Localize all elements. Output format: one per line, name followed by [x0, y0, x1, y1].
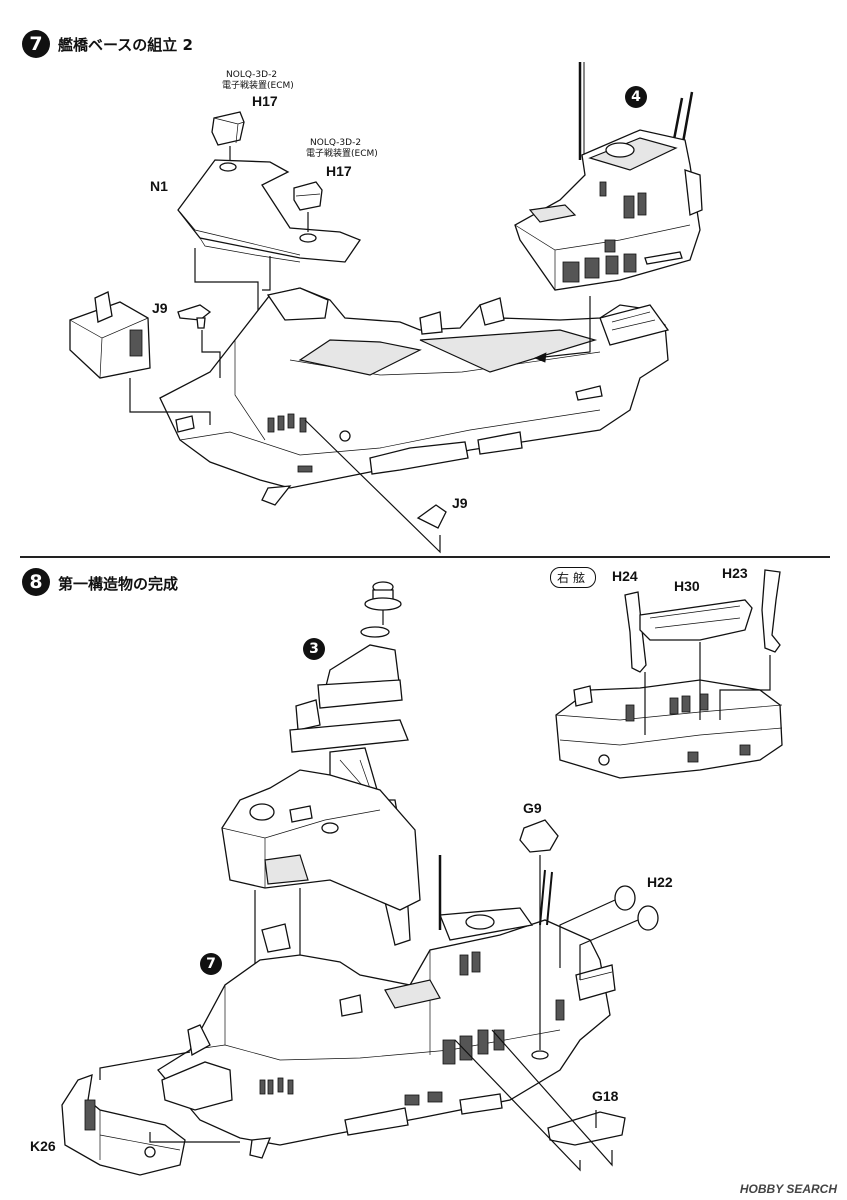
superstructure-4 [514, 62, 703, 291]
step8-ref-7: 7 [200, 953, 222, 975]
step8-ref-3: 3 [303, 638, 325, 660]
k26-label: K26 [30, 1138, 56, 1154]
starboard-label: 右舷 [550, 567, 597, 588]
h23-part [761, 569, 781, 653]
step8-number: 8 [22, 568, 50, 596]
h22-parts [614, 885, 659, 931]
h22-label: H22 [647, 874, 673, 890]
h24-label: H24 [612, 568, 638, 584]
ecm-top-desc: 電子戦装置(ECM) [222, 81, 294, 91]
h17-mid-label: H17 [326, 163, 352, 179]
bridge-upper [221, 769, 421, 911]
bridge-base-7 [157, 855, 616, 1159]
j9-bottom-part [416, 504, 447, 529]
ecm-top-name: NOLQ-3D-2 [226, 70, 278, 80]
g9-part [519, 819, 559, 853]
g9-label: G9 [523, 800, 542, 816]
ecm-mid-name: NOLQ-3D-2 [310, 138, 362, 148]
n1-label: N1 [150, 178, 168, 194]
step-divider [20, 556, 830, 558]
h23-label: H23 [722, 565, 748, 581]
j9-bottom-label: J9 [452, 495, 468, 511]
step8-title: 第一構造物の完成 [58, 575, 179, 593]
h30-boat [639, 599, 753, 641]
step7-number: 7 [22, 30, 50, 58]
railing-left-step8 [161, 1024, 233, 1111]
watermark: HOBBY SEARCH [739, 1182, 837, 1196]
h24-part [624, 591, 647, 673]
h17-top-label: H17 [252, 93, 278, 109]
mount-left-step7 [69, 291, 151, 379]
j9-left-label: J9 [152, 300, 168, 316]
g18-label: G18 [592, 1088, 619, 1104]
step7-ref-4: 4 [625, 86, 647, 108]
g18-part [547, 1110, 626, 1146]
j9-left-part [177, 304, 212, 329]
k26-part [61, 1074, 186, 1176]
hull-step7 [159, 287, 670, 506]
h17-mid-part [293, 181, 323, 211]
starboard-inset [555, 679, 783, 779]
n1-part [177, 159, 361, 263]
h17-top-part [211, 111, 245, 146]
ecm-mid-desc: 電子戦装置(ECM) [306, 149, 378, 159]
h30-label: H30 [674, 578, 700, 594]
step7-title: 艦橋ベースの組立 2 [58, 36, 193, 54]
